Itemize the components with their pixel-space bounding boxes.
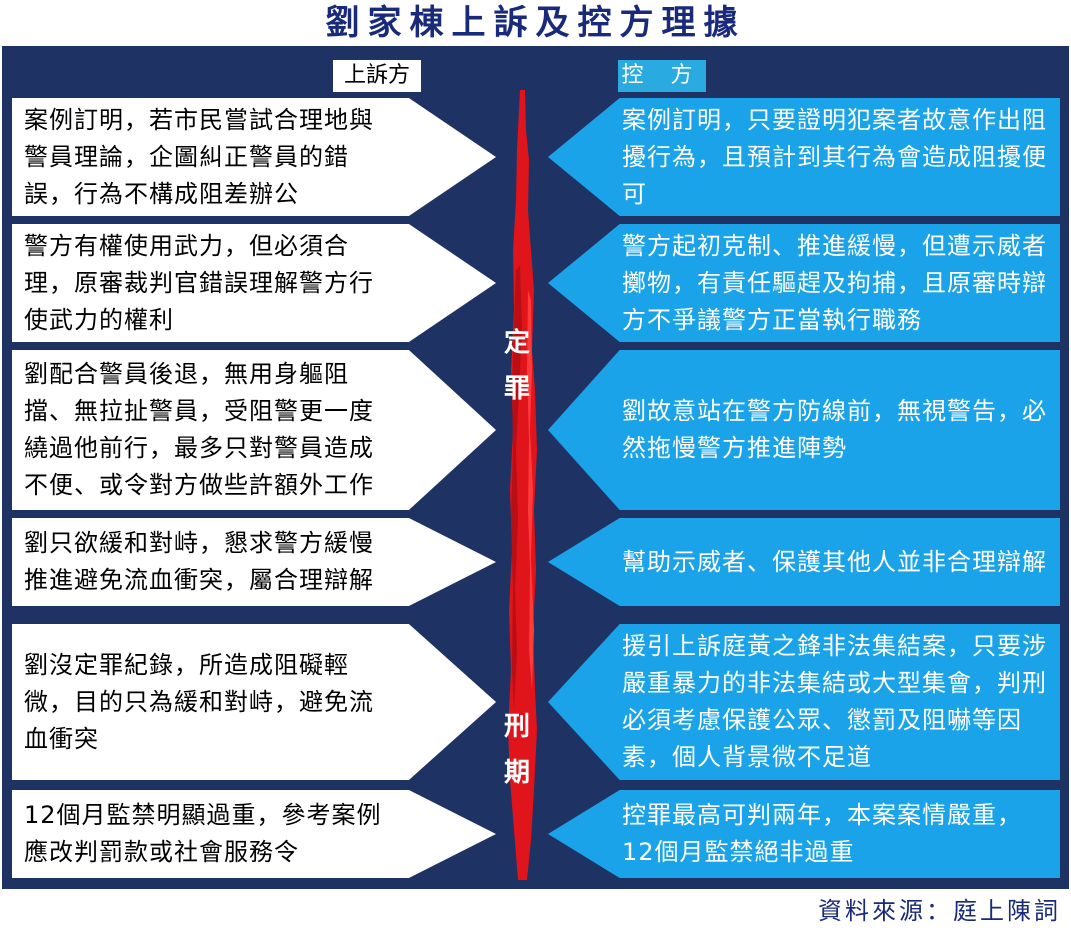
prosecution-argument-text: 援引上訴庭黃之鋒非法集結案，只要涉嚴重暴力的非法集結或大型集會，判刑必須考慮保護… (622, 632, 1047, 771)
prosecution-argument-1: 案例訂明，只要證明犯案者故意作出阻擾行為，且預計到其行為會造成阻擾便可 (548, 98, 1060, 216)
conviction-label: 定罪 (502, 320, 532, 412)
prosecution-header: 控 方 (618, 60, 706, 92)
prosecution-argument-text: 控罪最高可判兩年，本案案情嚴重，12個月監禁絕非過重 (622, 801, 1022, 866)
appellant-argument-text: 劉只欲緩和對峙，懇求警方緩慢推進避免流血衝突，屬合理辯解 (24, 529, 374, 594)
appellant-argument-text: 劉配合警員後退，無用身軀阻擋、無拉扯警員，受阻警更一度繞過他前行，最多只對警員造… (24, 360, 374, 499)
sentence-label: 刑期 (502, 704, 532, 796)
prosecution-argument-text: 案例訂明，只要證明犯案者故意作出阻擾行為，且預計到其行為會造成阻擾便可 (622, 105, 1047, 208)
appellant-argument-text: 案例訂明，若市民嘗試合理地與警員理論，企圖糾正警員的錯誤，行為不構成阻差辦公 (24, 105, 374, 208)
appellant-argument-6: 12個月監禁明顯過重，參考案例應改判罰款或社會服務令 (12, 790, 496, 878)
source-credit: 資料來源：庭上陳詞 (818, 897, 1061, 925)
appellant-argument-1: 案例訂明，若市民嘗試合理地與警員理論，企圖糾正警員的錯誤，行為不構成阻差辦公 (12, 98, 496, 216)
appellant-header: 上訴方 (333, 60, 421, 92)
appellant-argument-4: 劉只欲緩和對峙，懇求警方緩慢推進避免流血衝突，屬合理辯解 (12, 518, 496, 606)
appellant-argument-2: 警方有權使用武力，但必須合理，原審裁判官錯誤理解警方行使武力的權利 (12, 224, 496, 342)
prosecution-argument-5: 援引上訴庭黃之鋒非法集結案，只要涉嚴重暴力的非法集結或大型集會，判刑必須考慮保護… (548, 624, 1060, 780)
appellant-argument-text: 12個月監禁明顯過重，參考案例應改判罰款或社會服務令 (24, 801, 382, 866)
appellant-argument-5: 劉沒定罪紀錄，所造成阻礙輕微，目的只為緩和對峙，避免流血衝突 (12, 624, 496, 780)
appellant-argument-3: 劉配合警員後退，無用身軀阻擋、無拉扯警員，受阻警更一度繞過他前行，最多只對警員造… (12, 350, 496, 510)
conviction-label-text: 定罪 (503, 328, 530, 404)
prosecution-argument-4: 幫助示威者、保護其他人並非合理辯解 (548, 518, 1060, 606)
page-title: 劉家棟上訴及控方理據 (325, 3, 746, 43)
prosecution-argument-text: 幫助示威者、保護其他人並非合理辯解 (622, 547, 1047, 576)
prosecution-argument-6: 控罪最高可判兩年，本案案情嚴重，12個月監禁絕非過重 (548, 790, 1060, 878)
appellant-argument-text: 劉沒定罪紀錄，所造成阻礙輕微，目的只為緩和對峙，避免流血衝突 (24, 650, 374, 753)
prosecution-argument-3: 劉故意站在警方防線前，無視警告，必然拖慢警方推進陣勢 (548, 350, 1060, 510)
red-brush-divider (508, 90, 537, 880)
prosecution-argument-text: 警方起初克制、推進緩慢，但遭示威者擲物，有責任驅趕及拘捕，且原審時辯方不爭議警方… (622, 231, 1047, 334)
sentence-label-text: 刑期 (503, 712, 530, 788)
prosecution-argument-2: 警方起初克制、推進緩慢，但遭示威者擲物，有責任驅趕及拘捕，且原審時辯方不爭議警方… (548, 224, 1060, 342)
appellant-argument-text: 警方有權使用武力，但必須合理，原審裁判官錯誤理解警方行使武力的權利 (24, 231, 374, 334)
prosecution-argument-text: 劉故意站在警方防線前，無視警告，必然拖慢警方推進陣勢 (622, 397, 1047, 462)
